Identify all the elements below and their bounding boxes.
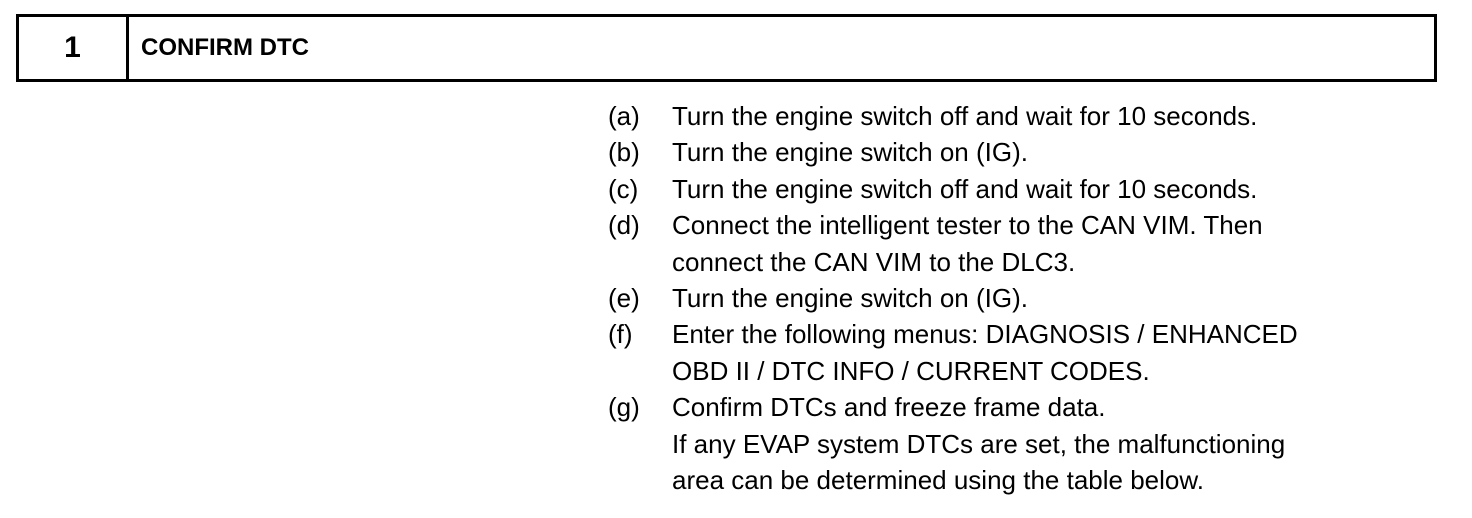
instruction-item-d: (d) Connect the intelligent tester to th…: [608, 207, 1448, 280]
instruction-line: Turn the engine switch on (IG).: [672, 137, 1028, 168]
instruction-marker: (g): [608, 392, 640, 423]
instruction-line: Connect the intelligent tester to the CA…: [672, 210, 1263, 241]
instruction-item-g: (g) Confirm DTCs and freeze frame data. …: [608, 389, 1448, 498]
instruction-item-f: (f) Enter the following menus: DIAGNOSIS…: [608, 316, 1448, 389]
instruction-line: Turn the engine switch off and wait for …: [672, 101, 1258, 131]
instruction-text: Turn the engine switch off and wait for …: [672, 171, 1448, 207]
step-header: 1 CONFIRM DTC: [16, 14, 1437, 82]
instruction-line: Turn the engine switch off and wait for …: [672, 173, 1258, 204]
instruction-text: Enter the following menus: DIAGNOSIS / E…: [672, 316, 1448, 389]
instruction-line: Turn the engine switch on (IG).: [672, 283, 1028, 314]
instruction-item-e: (e) Turn the engine switch on (IG).: [608, 280, 1448, 316]
instruction-marker: (e): [608, 283, 640, 314]
step-number: 1: [19, 17, 129, 79]
instruction-marker: (a): [608, 101, 640, 131]
instruction-marker: (b): [608, 137, 640, 168]
instruction-item-b: (b) Turn the engine switch on (IG).: [608, 134, 1448, 170]
instruction-line: If any EVAP system DTCs are set, the mal…: [672, 428, 1286, 459]
step-title: CONFIRM DTC: [141, 34, 309, 61]
instruction-line: Confirm DTCs and freeze frame data.: [672, 392, 1106, 423]
instruction-item-a: (a) Turn the engine switch off and wait …: [608, 98, 1448, 134]
instruction-marker: (d): [608, 210, 640, 241]
instruction-line: Enter the following menus: DIAGNOSIS / E…: [672, 319, 1298, 350]
instruction-text: Turn the engine switch on (IG).: [672, 134, 1448, 170]
instruction-line: connect the CAN VIM to the DLC3.: [672, 246, 1076, 277]
instruction-line: area can be determined using the table b…: [672, 465, 1204, 496]
instruction-text: Connect the intelligent tester to the CA…: [672, 207, 1448, 280]
instruction-text: Confirm DTCs and freeze frame data. If a…: [672, 389, 1448, 498]
instruction-item-c: (c) Turn the engine switch off and wait …: [608, 171, 1448, 207]
instruction-text: Turn the engine switch on (IG).: [672, 280, 1448, 316]
instruction-text: Turn the engine switch off and wait for …: [672, 98, 1448, 134]
instruction-line: OBD II / DTC INFO / CURRENT CODES.: [672, 355, 1150, 386]
instruction-marker: (f): [608, 319, 633, 350]
instruction-marker: (c): [608, 173, 639, 204]
instruction-list: (a) Turn the engine switch off and wait …: [608, 98, 1448, 498]
